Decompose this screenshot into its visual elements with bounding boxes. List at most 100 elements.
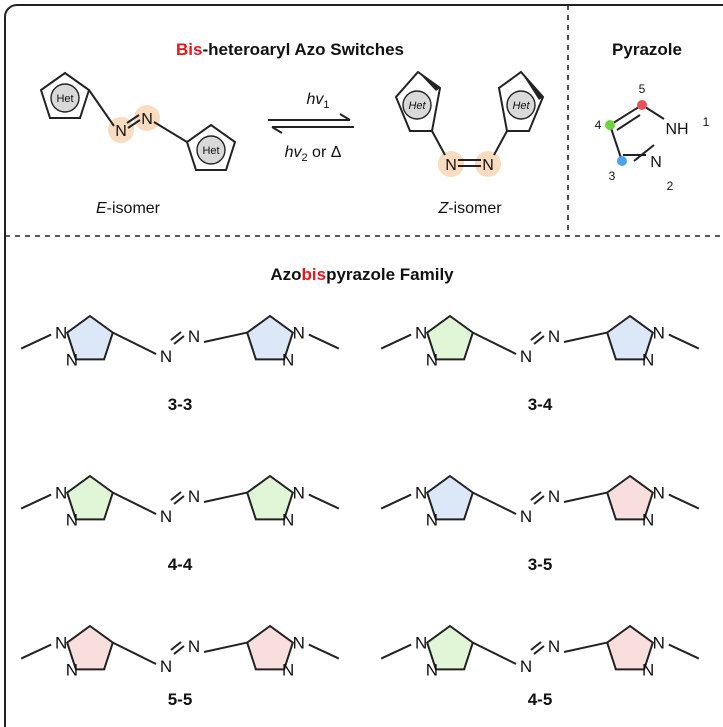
azo-bond xyxy=(203,331,248,343)
pyrazole-pos3-dot xyxy=(617,156,627,166)
azo-double-bond xyxy=(533,335,545,345)
azo-double-bond xyxy=(170,641,182,651)
pyrazole-structure xyxy=(609,104,665,162)
ring-n-atom: N xyxy=(293,324,305,343)
ring-n-atom: N xyxy=(653,484,665,503)
z-azo-n1: N xyxy=(445,157,457,174)
azo-double-bond xyxy=(533,495,545,505)
azo-double-bond xyxy=(173,335,185,345)
pyrazole-num-2: 2 xyxy=(667,179,674,193)
pyrazole-ring-left xyxy=(425,624,475,671)
e-azo-n2: N xyxy=(141,111,153,128)
e-isomer-structure xyxy=(39,71,237,171)
azo-double-bond xyxy=(173,495,185,505)
pyrazole-ring-left xyxy=(425,314,475,361)
azo-n-atom: N xyxy=(188,637,200,656)
methyl-bond xyxy=(20,643,52,660)
azo-n-atom: N xyxy=(520,507,532,526)
methyl-bond xyxy=(380,493,412,510)
compound-label-4-5: 4-5 xyxy=(528,690,553,709)
azo-double-bond xyxy=(170,331,182,341)
azo-n-atom: N xyxy=(188,487,200,506)
ring-n-atom: N xyxy=(282,350,294,369)
ring-n-atom: N xyxy=(642,660,654,679)
ring-n-atom: N xyxy=(293,484,305,503)
e-isomer-label: E-isomer xyxy=(96,200,161,217)
azo-bond xyxy=(472,641,517,665)
azo-n-atom: N xyxy=(548,637,560,656)
ring-n-atom: N xyxy=(426,660,438,679)
methyl-bond xyxy=(668,493,700,510)
compound-label-5-5: 5-5 xyxy=(168,690,193,709)
het-label-e-left: Het xyxy=(56,93,73,105)
pyrazole-title: Pyrazole xyxy=(612,40,682,59)
ring-n-atom: N xyxy=(642,350,654,369)
e-suffix: -isomer xyxy=(107,200,161,217)
z-isomer-label: Z-isomer xyxy=(437,200,502,217)
azo-n-atom: N xyxy=(160,657,172,676)
methyl-bond xyxy=(308,493,340,510)
arrow-bottom-label: hv2 or Δ xyxy=(285,144,342,164)
methyl-bond xyxy=(668,333,700,350)
compound-label-3-3: 3-3 xyxy=(168,395,193,414)
ring-n-atom: N xyxy=(66,510,78,529)
z-azo-highlight-n2 xyxy=(475,151,501,177)
het-ring-right xyxy=(185,123,237,171)
azo-bond xyxy=(203,641,248,653)
azo-double-bond xyxy=(530,491,542,501)
family-title: Azobispyrazole Family xyxy=(270,265,454,284)
switches-title-bis: Bis xyxy=(176,40,202,59)
pyrazole-ring-right xyxy=(605,474,655,521)
azo-double-bond xyxy=(533,645,545,655)
switches-title: Bis-heteroaryl Azo Switches xyxy=(176,40,404,59)
ring-n-atom: N xyxy=(415,634,427,653)
azo-bond xyxy=(112,331,157,355)
pyrazole-ring-left xyxy=(65,624,115,671)
ring-n-atom: N xyxy=(55,324,67,343)
pyrazole-num-4: 4 xyxy=(595,118,602,132)
pyrazole-ring-right xyxy=(245,624,295,671)
azo-n-atom: N xyxy=(548,487,560,506)
e-isomer-het-circles xyxy=(50,83,226,165)
het-label-z-right: Het xyxy=(512,100,530,112)
pyrazole-ring-left xyxy=(65,474,115,521)
ring-n-atom: N xyxy=(293,634,305,653)
azo-n-atom: N xyxy=(548,327,560,346)
azo-n-atom: N xyxy=(160,347,172,366)
azo-bond xyxy=(563,641,608,653)
azo-bond xyxy=(563,331,608,343)
methyl-bond xyxy=(308,333,340,350)
pyrazole-num-1: 1 xyxy=(703,115,710,129)
azo-double-bond xyxy=(170,491,182,501)
azo-bond xyxy=(203,491,248,503)
azo-bond xyxy=(563,491,608,503)
het-ring-left xyxy=(39,71,91,119)
ring-n-atom: N xyxy=(653,324,665,343)
ring-n-atom: N xyxy=(66,660,78,679)
azo-bond xyxy=(112,641,157,665)
azo-bond xyxy=(472,491,517,515)
ring-n-atom: N xyxy=(55,634,67,653)
compound-label-3-4: 3-4 xyxy=(528,395,553,414)
azo-n-atom: N xyxy=(520,657,532,676)
azo-n-atom: N xyxy=(520,347,532,366)
pyrazole-ring-right xyxy=(245,474,295,521)
compound-label-4-4: 4-4 xyxy=(168,555,193,574)
methyl-bond xyxy=(380,333,412,350)
z-azo-highlight-n1 xyxy=(438,151,464,177)
compound-label-3-5: 3-5 xyxy=(528,555,553,574)
e-azo-n1: N xyxy=(115,123,127,140)
het-label-z-left: Het xyxy=(408,100,426,112)
switches-title-rest: -heteroaryl Azo Switches xyxy=(202,40,404,59)
pyrazole-num-3: 3 xyxy=(609,169,616,183)
ring-n-atom: N xyxy=(426,510,438,529)
pyrazole-ring-left xyxy=(65,314,115,361)
methyl-bond xyxy=(20,333,52,350)
methyl-bond xyxy=(668,643,700,660)
azo-bond xyxy=(472,331,517,355)
methyl-bond xyxy=(20,493,52,510)
azo-n-atom: N xyxy=(160,507,172,526)
pyrazole-ring-right xyxy=(605,314,655,361)
z-het-ring-left xyxy=(394,70,442,132)
azo-double-bond xyxy=(173,645,185,655)
